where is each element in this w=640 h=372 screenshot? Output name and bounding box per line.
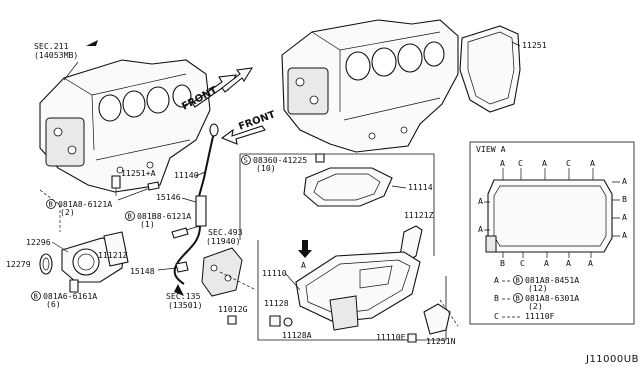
legend-b-qty: (2) (528, 301, 543, 311)
view-a-inset: VIEW A A C A C A A B A A A A A C B A A A… (469, 141, 635, 325)
oil-pan-11110: A 11110 (262, 240, 421, 331)
bolt-11251a: 11251+A (111, 168, 156, 196)
label-11128a: 11128A (282, 330, 312, 340)
view-pt-right-4: A (622, 230, 627, 240)
view-pt-top-3: A (542, 158, 547, 168)
sec493-ref: SEC.493 (11940) (201, 227, 243, 297)
bolt-081a6-6161a: B 081A6-6161A (6) (31, 279, 97, 309)
clip-15148: 15148 (130, 261, 189, 276)
view-pt-top-2: C (518, 158, 523, 168)
bolt-symbol-b3: B (34, 292, 38, 301)
view-a-title: VIEW A (476, 144, 506, 154)
label-15146: 15146 (156, 192, 181, 202)
label-11114: 11114 (408, 182, 433, 192)
view-pt-top-1: A (500, 158, 505, 168)
arrow-a-label: A (301, 260, 306, 270)
view-pt-left-1: A (478, 196, 483, 206)
label-11140: 11140 (174, 170, 199, 180)
sec211-label: SEC.211 (34, 41, 69, 51)
bolt-symbol-b2: B (128, 212, 132, 221)
legend-b-symbol: B (516, 294, 520, 303)
front-arrow-right: FRONT (220, 109, 277, 145)
screw-08360-41225: S 08360-41225 (10) (241, 153, 325, 173)
view-pt-bot-1: A (588, 258, 593, 268)
view-pt-top-5: A (590, 158, 595, 168)
legend-a-part: 081A8-8451A (525, 275, 579, 285)
bolt-081a8-6121a: B 081A8-6121A (2) (46, 181, 160, 217)
sec135-ref: SEC.135 (13501) (166, 284, 203, 310)
dipstick-11140: 11140 (174, 123, 219, 201)
view-pt-bot-5: B (500, 258, 505, 268)
legend-a-symbol: B (516, 276, 520, 285)
sec135-code: (13501) (168, 300, 203, 310)
view-pt-right-3: A (622, 212, 627, 222)
label-081b8-6121a: 081B8-6121A (137, 211, 191, 221)
view-pt-right-1: A (622, 176, 627, 186)
qty-081b8-6121a: (1) (140, 219, 155, 229)
gasket-11251: 11251 (459, 25, 547, 113)
leader-sec493 (219, 271, 257, 291)
label-15148: 15148 (130, 266, 155, 276)
screw-symbol-s: S (244, 156, 248, 165)
label-11110: 11110 (262, 268, 287, 278)
view-pt-right-2: B (622, 194, 627, 204)
dipstick-tube-15146: 15146 (156, 192, 207, 285)
label-11012g: 11012G (218, 304, 248, 314)
label-11251n: 11251N (426, 336, 456, 346)
bolt-081b8-6121a: B 081B8-6121A (1) (125, 211, 201, 239)
gasket-11251n: 11251N (423, 303, 456, 346)
sec135-label: SEC.135 (166, 291, 201, 301)
qty-081a6-6161a: (6) (46, 299, 61, 309)
view-pt-top-4: C (566, 158, 571, 168)
oil-pan-assembly-box (239, 153, 447, 341)
cylinder-block-right (281, 19, 459, 153)
oil-seal-12279: 12279 (6, 253, 53, 275)
washer-11128a: 11128A (282, 317, 312, 340)
cylinder-block-left (39, 59, 211, 193)
view-pt-bot-4: C (520, 258, 525, 268)
legend-a-qty: (12) (528, 283, 548, 293)
view-pt-bot-3: A (544, 258, 549, 268)
view-pt-left-2: A (478, 224, 483, 234)
qty-08360-41225: (10) (256, 163, 276, 173)
baffle-11114: 11114 (303, 167, 433, 207)
label-12279: 12279 (6, 259, 31, 269)
stud-11012g: 11012G (218, 304, 248, 325)
sec493-label: SEC.493 (208, 227, 243, 237)
legend-c-part: 11110F (525, 311, 555, 321)
label-11121z-left: 11121Z (98, 250, 128, 260)
leader-11251n (439, 299, 459, 327)
label-11110e: 11110E (376, 332, 406, 342)
label-08360-41225: 08360-41225 (253, 155, 307, 165)
bolt-11110e: 11110E (376, 332, 417, 343)
label-11128: 11128 (264, 298, 289, 308)
label-11251a: 11251+A (121, 168, 156, 178)
plug-11128: 11128 (264, 298, 289, 327)
front-arrow-right-top (221, 67, 254, 93)
legend-c-key: C (494, 311, 499, 321)
label-11121z-right: 11121Z (404, 210, 434, 220)
gasket-11121z-left: 11121Z (98, 231, 129, 267)
legend-b-key: B (494, 293, 499, 303)
sec211-code: (14053MB) (34, 50, 78, 60)
label-081a8-6121a: 081A8-6121A (58, 199, 112, 209)
label-11251: 11251 (522, 40, 547, 50)
legend-a-key: A (494, 275, 499, 285)
qty-081a8-6121a: (2) (60, 207, 75, 217)
sec493-code: (11940) (206, 236, 241, 246)
sec211-ref: SEC.211 (14053MB) (34, 40, 98, 81)
leader-block-left (39, 189, 61, 232)
label-081a6-6161a: 081A6-6161A (43, 291, 97, 301)
view-pt-bot-2: A (566, 258, 571, 268)
legend-b-part: 081A8-6301A (525, 293, 579, 303)
diagram-id: J11000UB (585, 354, 639, 365)
label-12296: 12296 (26, 237, 51, 247)
bolt-symbol-b: B (49, 200, 53, 209)
